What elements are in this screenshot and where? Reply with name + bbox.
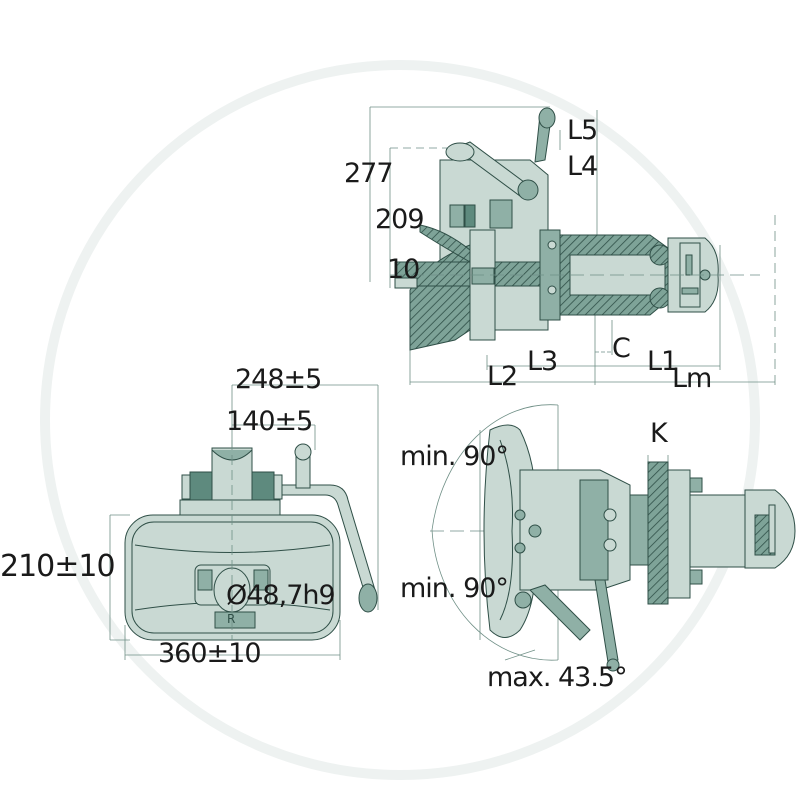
dimension-label-277: 277 <box>344 158 394 189</box>
dimension-label-l5: L5 <box>567 115 598 146</box>
dimension-label-10: 10 <box>387 254 420 285</box>
dimension-label-l2: L2 <box>487 361 518 392</box>
dimension-label-l3: L3 <box>527 346 558 377</box>
dimension-label-lm: Lm <box>672 363 712 394</box>
angle-label-min90-top: min. 90° <box>400 441 509 472</box>
badge-letter: R <box>227 612 235 626</box>
watermark-circle <box>40 60 760 780</box>
dimension-label-l1: L1 <box>647 346 678 377</box>
dimension-label-248: 248±5 <box>235 364 322 395</box>
dimension-label-360: 360±10 <box>158 638 262 669</box>
dimension-label-209: 209 <box>375 204 425 235</box>
top-view <box>430 404 796 672</box>
dimension-label-210: 210±10 <box>0 549 116 584</box>
dimension-label-c: C <box>612 333 631 364</box>
dimension-label-k: K <box>650 418 668 449</box>
front-view <box>109 384 379 660</box>
angle-label-min90-bottom: min. 90° <box>400 573 509 604</box>
angle-label-max43: max. 43.5° <box>487 662 628 693</box>
dimension-label-diameter: Ø48,7h9 <box>226 580 336 611</box>
side-view <box>369 106 776 385</box>
dimension-label-140: 140±5 <box>226 406 313 437</box>
dimension-label-l4: L4 <box>567 151 598 182</box>
